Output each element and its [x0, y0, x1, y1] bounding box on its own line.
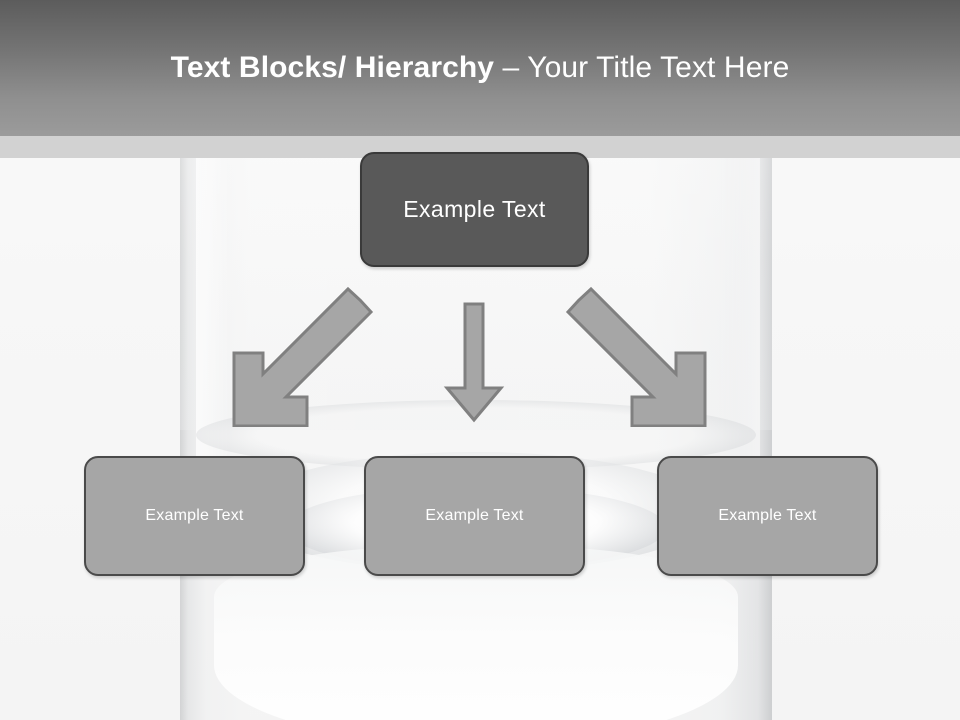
hierarchy-leaf-box-2[interactable]: Example Text [364, 456, 585, 576]
hierarchy-leaf-box-1[interactable]: Example Text [84, 456, 305, 576]
hierarchy-leaf-label-3: Example Text [718, 507, 817, 524]
hierarchy-leaf-box-3[interactable]: Example Text [657, 456, 878, 576]
glass-highlight-left [196, 150, 230, 480]
page-title-bold: Text Blocks/ Hierarchy [170, 51, 503, 84]
title-bar [0, 0, 960, 136]
title-bar-underline [0, 136, 960, 158]
hierarchy-root-box[interactable]: Example Text [360, 152, 589, 267]
hierarchy-leaf-label-1: Example Text [145, 507, 244, 524]
page-title-regular: – Your Title Text Here [502, 51, 790, 84]
hierarchy-leaf-label-2: Example Text [425, 507, 524, 524]
page-title: Text Blocks/ Hierarchy – Your Title Text… [0, 48, 960, 88]
hierarchy-root-label: Example Text [403, 196, 546, 222]
glass-highlight-right [718, 150, 760, 480]
